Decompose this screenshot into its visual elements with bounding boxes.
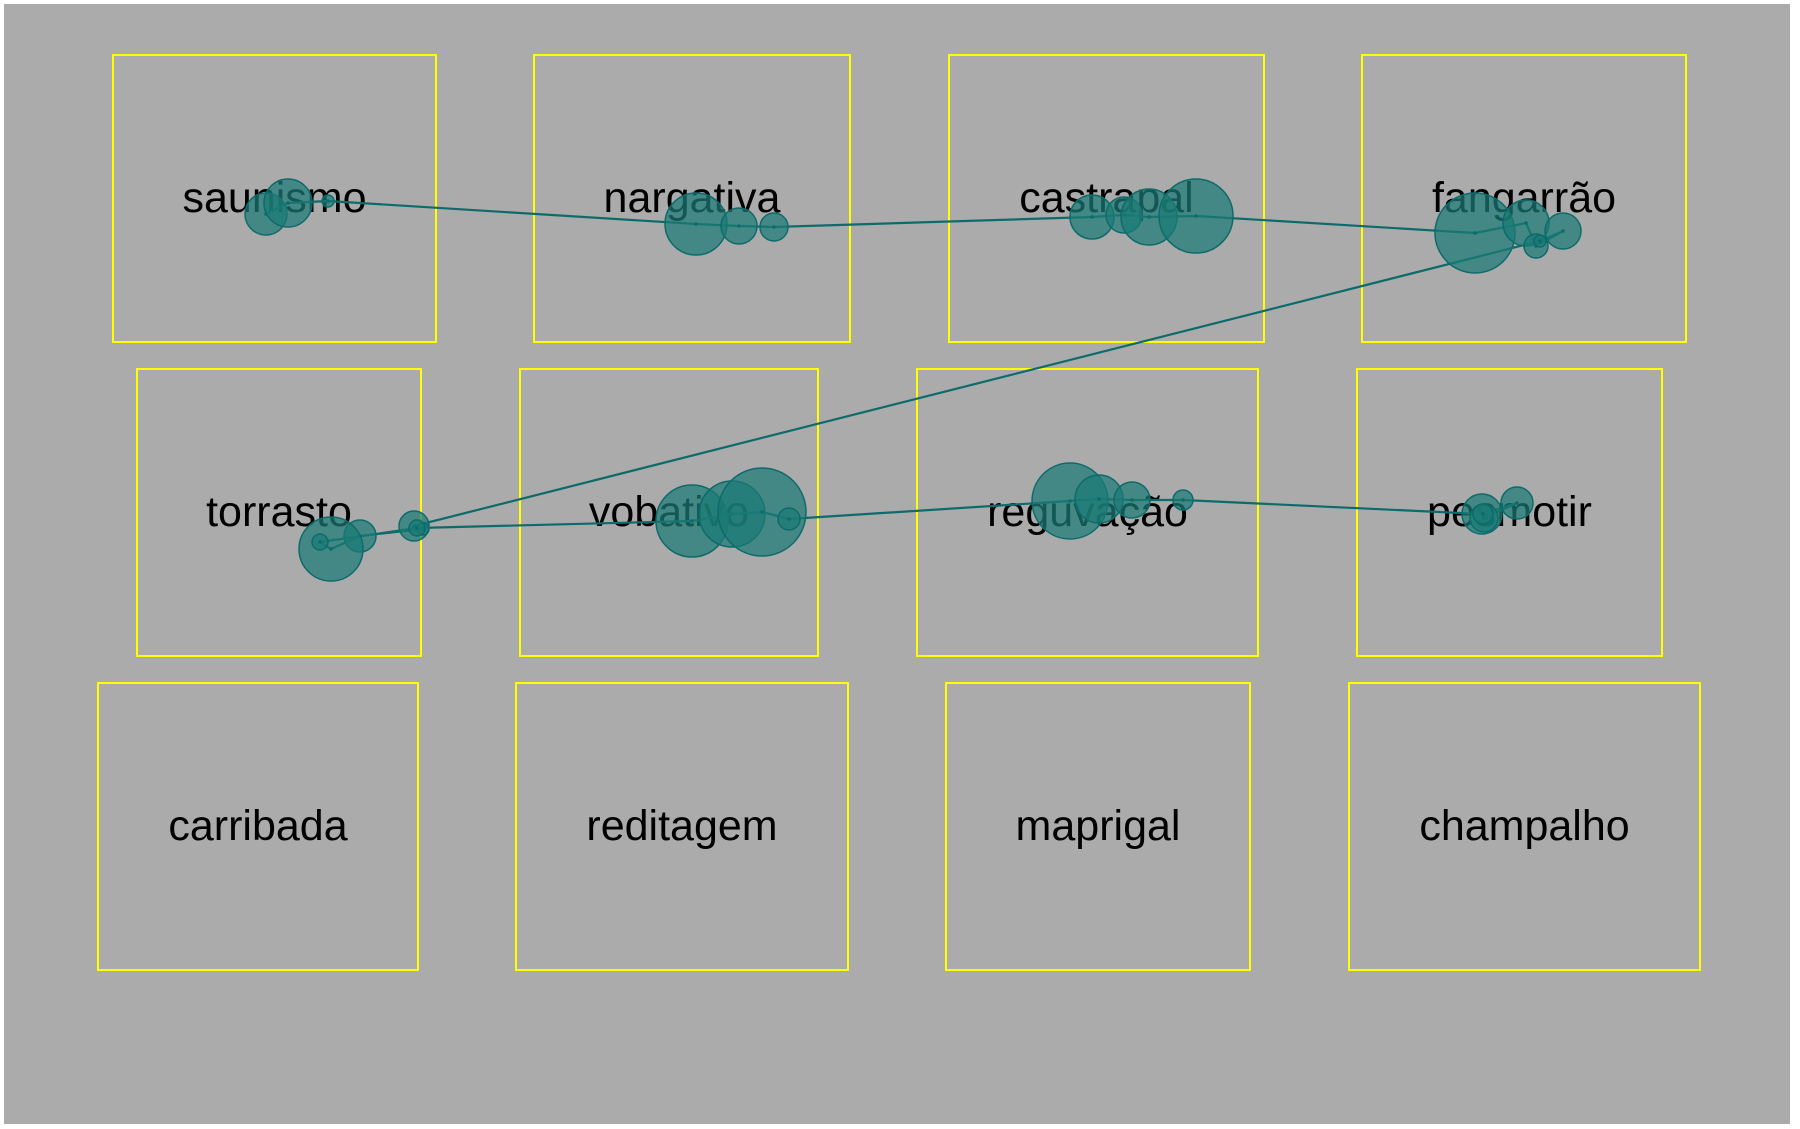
word-label: saunismo: [182, 174, 367, 222]
word-label: reditagem: [586, 802, 778, 850]
word-label: maprigal: [1015, 802, 1181, 850]
word-label: reguvação: [987, 488, 1188, 536]
word-label: carribada: [168, 802, 348, 850]
word-label: fangarrão: [1431, 174, 1617, 222]
word-label: champalho: [1419, 802, 1630, 850]
word-box-carribada: carribada: [97, 682, 419, 971]
word-box-reditagem: reditagem: [515, 682, 849, 971]
word-box-vobativo: vobativo: [519, 368, 819, 657]
word-box-maprigal: maprigal: [945, 682, 1251, 971]
word-label: castrapal: [1019, 174, 1194, 222]
word-box-pesmotir: pesmotir: [1356, 368, 1663, 657]
word-label: nargativa: [603, 174, 781, 222]
word-box-saunismo: saunismo: [112, 54, 437, 343]
word-box-nargativa: nargativa: [533, 54, 851, 343]
word-box-fangarrao: fangarrão: [1361, 54, 1687, 343]
word-label: vobativo: [588, 488, 750, 536]
word-label: torrasto: [206, 488, 352, 536]
word-box-castrapal: castrapal: [948, 54, 1265, 343]
word-box-reguvacao: reguvação: [916, 368, 1259, 657]
stimulus-display: saunismo nargativa castrapal fangarrão t…: [4, 4, 1790, 1124]
word-label: pesmotir: [1427, 488, 1592, 536]
word-box-torrasto: torrasto: [136, 368, 422, 657]
word-box-champalho: champalho: [1348, 682, 1701, 971]
